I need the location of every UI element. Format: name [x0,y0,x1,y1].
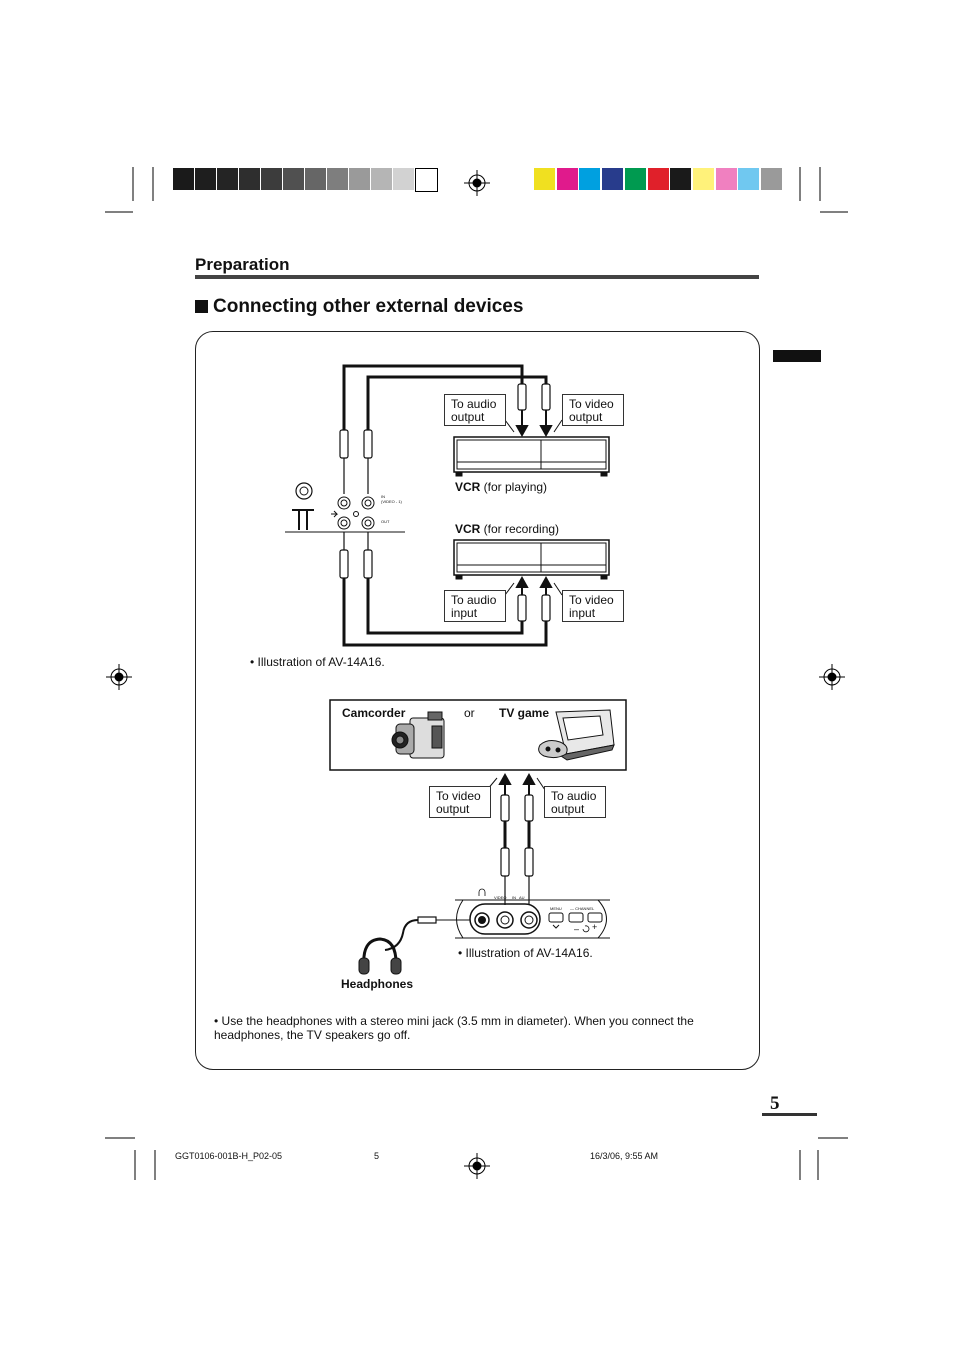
gray-swatch [195,168,216,190]
rear-panel [285,482,405,533]
square-bullet-icon [195,300,208,313]
illustration-note-1: • Illustration of AV-14A16. [250,655,385,669]
channel-label: — CHANNEL [570,906,595,911]
vcr-playing [453,436,610,477]
front-in-label: IN [512,895,516,900]
or-label: or [464,706,475,720]
gray-swatch [305,168,326,190]
label-to-audio-output: To audio output [444,394,506,426]
gray-swatch [393,168,414,190]
section-title: Preparation [195,255,290,274]
gray-swatch [261,168,282,190]
panel-in-label: IN (VIDEO - 1) [381,494,402,504]
plus-label: + [592,922,598,932]
illustration-note-2: • Illustration of AV-14A16. [458,946,593,960]
color-swatch [624,168,646,190]
gray-swatch [415,168,438,192]
color-swatch [738,168,760,190]
footer-file: GGT0106-001B-H_P02-05 [175,1151,283,1161]
label-to-video-output: To video output [562,394,624,426]
label-to-video-input: To video input [562,590,624,622]
rca-plug-icon [339,383,551,622]
color-swatch [602,168,624,190]
color-swatch [715,168,737,190]
footer-page: 5 [374,1151,380,1161]
registration-mark-icon [819,664,845,690]
vcr-recording [453,539,610,580]
registration-mark-icon [106,664,132,690]
color-swatch [579,168,601,190]
page-tab-marker [773,350,821,362]
menu-label: MENU [550,906,562,911]
tv-front-panel [455,888,610,939]
section-rule [195,275,759,279]
label-to-audio-output-2: To audio output [544,786,606,818]
gray-swatch [283,168,304,190]
headphones-label: Headphones [341,977,414,991]
cable [342,364,548,647]
headphones-icon [358,937,402,975]
tv-game-label: TV game [499,706,550,720]
color-swatch [670,168,692,190]
panel-out-label: OUT [381,519,390,524]
page-number: 5 [770,1093,780,1114]
color-swatch [647,168,669,190]
front-audio-label: AU [519,895,525,900]
registration-mark-icon [464,1153,490,1179]
color-swatch [556,168,578,190]
camcorder-icon [391,711,445,759]
registration-mark-icon [464,170,490,196]
diagram-panel [195,331,760,1070]
color-swatch [761,168,782,190]
label-to-video-output-2: To video output [429,786,491,818]
color-swatch [692,168,714,190]
headphones-note: • Use the headphones with a stereo mini … [214,1014,694,1042]
gray-swatch [371,168,392,190]
footer-date: 16/3/06, 9:55 AM [590,1151,659,1161]
page-heading: Connecting other external devices [195,296,523,318]
gray-swatch [349,168,370,190]
minus-label: – [574,924,580,934]
front-video-label: VIDEO [494,895,507,900]
page-number-rule [762,1113,817,1116]
gray-swatch [239,168,260,190]
rca-plug-icon [500,794,534,905]
vcr-playing-label: VCR (for playing) [455,480,548,494]
gray-swatch [173,168,194,190]
color-swatch [534,168,555,190]
gray-swatch [327,168,348,190]
game-console-icon [538,709,615,761]
gray-swatch [217,168,238,190]
camcorder-label: Camcorder [342,706,406,720]
vcr-recording-label: VCR (for recording) [455,522,560,536]
label-to-audio-input: To audio input [444,590,506,622]
